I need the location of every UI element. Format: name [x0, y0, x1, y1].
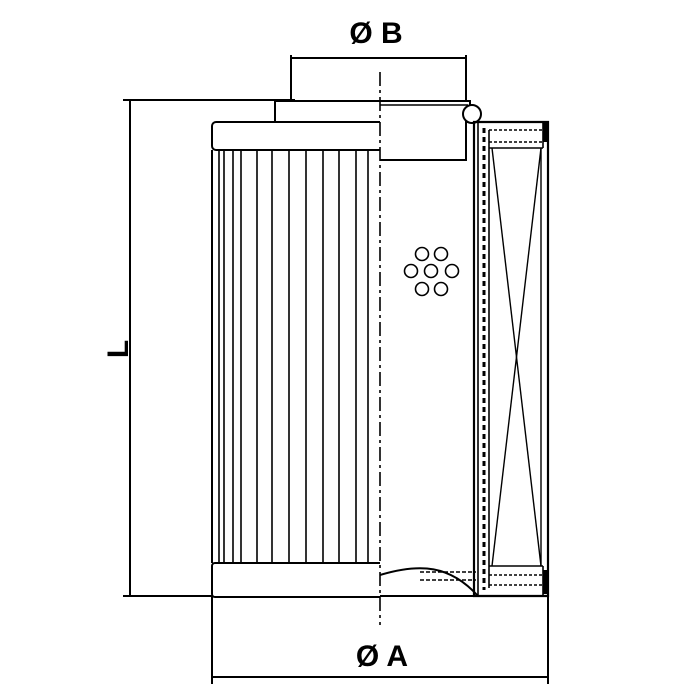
pleated-media [218, 150, 369, 563]
bottom-end-cap [211, 562, 380, 598]
filter-section-view [379, 100, 550, 598]
dimension-label-diameter-a: Ø A [356, 640, 408, 673]
dimension-label-length: L [102, 340, 135, 358]
top-end-cap [211, 121, 380, 151]
dimension-label-diameter-b: Ø B [349, 17, 402, 50]
dimension-diameter-b [290, 55, 467, 100]
perforation-holes [403, 246, 460, 297]
dimension-length [123, 99, 295, 597]
o-ring [462, 104, 482, 124]
media-section-cross [491, 147, 542, 567]
filter-exterior-view [211, 100, 380, 598]
dimension-diameter-a [211, 596, 549, 684]
